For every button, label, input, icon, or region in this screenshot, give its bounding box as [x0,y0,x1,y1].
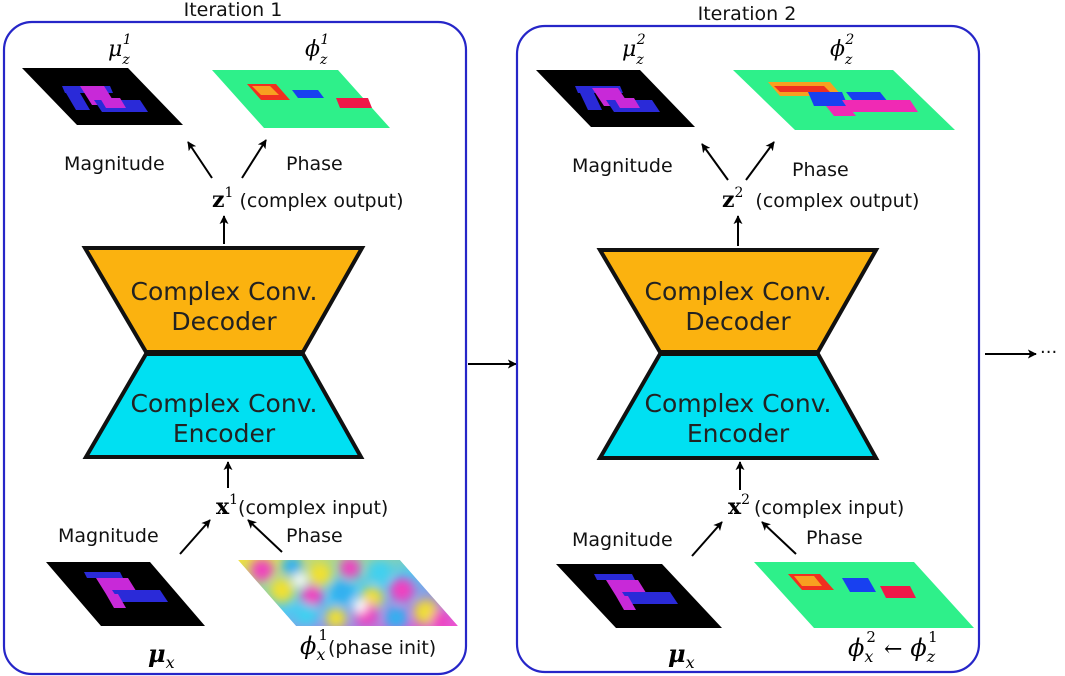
output-magnitude-label: μz1 [108,32,132,68]
output-phase-image [212,70,390,128]
decoder-label-line2: Decoder [685,307,791,336]
arrow-to-phase [745,141,775,181]
panel-title: Iteration 2 [698,3,797,25]
arrow-to-magnitude [701,143,729,181]
mu-x-label: μx [148,639,175,672]
decoder-label-line1: Complex Conv. [131,277,318,306]
complex-output-label: z2(complex output) [722,185,919,213]
complex-output-label: z1 (complex output) [212,185,404,213]
arrow-to-magnitude [187,141,213,179]
encoder-label-line1: Complex Conv. [645,389,832,418]
input-phase-text: Phase [806,527,863,549]
arrow-magnitude-to-x [179,519,211,555]
iteration-panel-1: Iteration 1 μz1 ϕz1 Magnitude Phase [2,0,468,676]
magnitude-text: Magnitude [572,155,673,177]
input-phase-image [754,562,974,628]
input-magnitude-image [46,562,205,626]
panel-frame [2,20,468,676]
arrow-magnitude-to-x [691,521,723,557]
encoder-block [82,352,365,459]
continuation-ellipsis: ··· [1040,342,1057,363]
input-phase-text: Phase [286,525,343,547]
decoder-label-line1: Complex Conv. [645,277,832,306]
output-phase-label: ϕz2 [830,32,854,68]
arrow-phase-to-x [761,521,797,555]
input-magnitude-text: Magnitude [572,529,673,551]
phase-init-label: ϕx1(phase init) [300,626,436,664]
encoder-label-line2: Encoder [173,419,276,448]
output-magnitude-label: μz2 [622,32,646,68]
arrow-to-phase [241,139,267,179]
input-magnitude-text: Magnitude [58,525,159,547]
output-magnitude-image [22,68,183,125]
encoder-label-line1: Complex Conv. [131,389,318,418]
complex-input-label: x2(complex input) [728,492,904,520]
magnitude-text: Magnitude [64,153,165,175]
phase-text: Phase [792,159,849,181]
phase-assignment-label: ϕx2←ϕz1 [848,628,938,666]
mu-x-label: μx [668,639,695,672]
panel-frame [515,24,981,674]
output-phase-label: ϕz1 [305,32,329,68]
output-magnitude-image [536,70,695,127]
arrow-phase-to-x [247,519,283,553]
input-magnitude-image [556,564,722,628]
complex-input-label: x1(complex input) [216,492,388,520]
encoder-block [596,352,880,460]
panel-title: Iteration 1 [184,0,283,21]
input-phase-noise-image [238,560,458,626]
phase-text: Phase [286,153,343,175]
iteration-panel-2: Iteration 2 μz2 ϕz2 Magnitude [515,3,981,674]
output-phase-image [733,70,955,130]
decoder-label-line2: Decoder [171,307,277,336]
encoder-label-line2: Encoder [687,419,790,448]
